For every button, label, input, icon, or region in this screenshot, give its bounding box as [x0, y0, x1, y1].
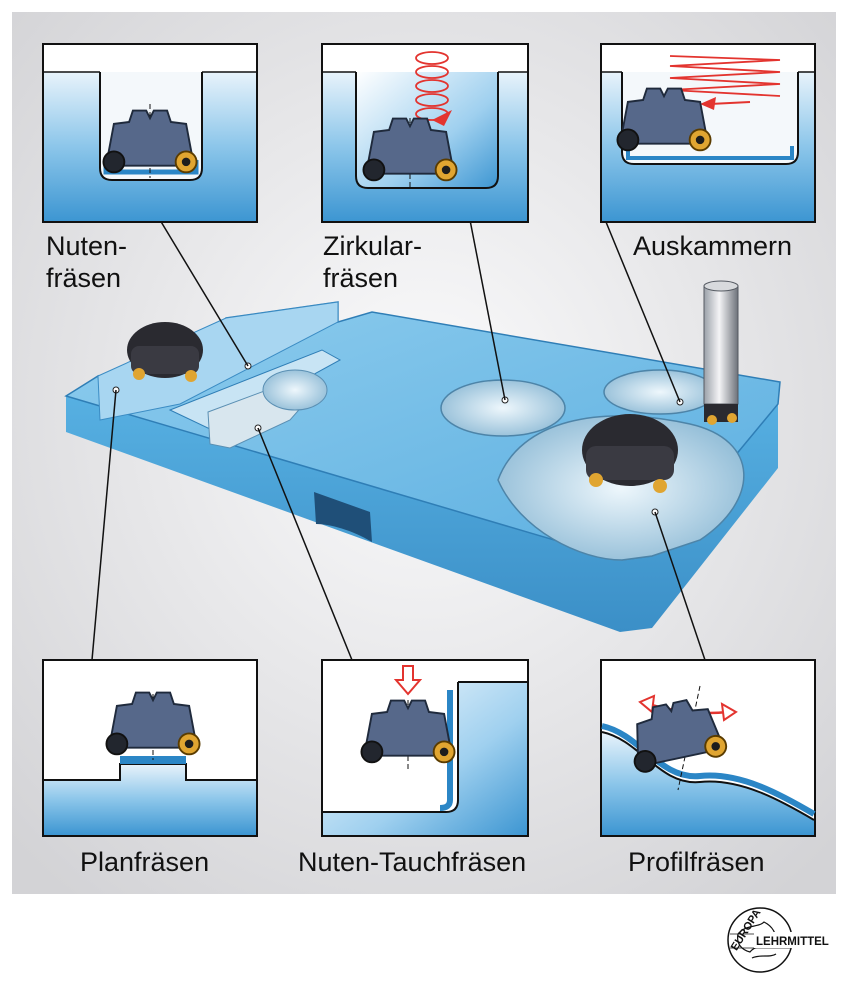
europa-lehrmittel-logo: EUROPA LEHRMITTEL [727, 907, 844, 973]
inset-planfraesen [42, 659, 258, 837]
inset-nuten-tauchfraesen [321, 659, 529, 837]
label-auskammern: Auskammern [633, 231, 792, 261]
inset-nutenfraesen [42, 43, 258, 223]
label-nutenfraesen-line1: Nuten- [46, 231, 127, 261]
label-planfraesen: Planfräsen [80, 847, 209, 877]
workpiece-illustration [64, 280, 781, 632]
inset-profilfraesen [600, 659, 816, 837]
label-nutenfraesen-line2: fräsen [46, 263, 121, 293]
inset-zirkularfraesen [321, 43, 529, 223]
label-profilfraesen: Profilfräsen [628, 847, 765, 877]
leader-lines [91, 219, 706, 661]
logo-text-lehrmittel: LEHRMITTEL [756, 936, 829, 948]
label-nuten-tauchfraesen: Nuten-Tauchfräsen [298, 847, 526, 877]
label-zirkularfraesen-line1: Zirkular- [323, 231, 422, 261]
inset-auskammern [600, 43, 816, 223]
label-zirkularfraesen-line2: fräsen [323, 263, 398, 293]
